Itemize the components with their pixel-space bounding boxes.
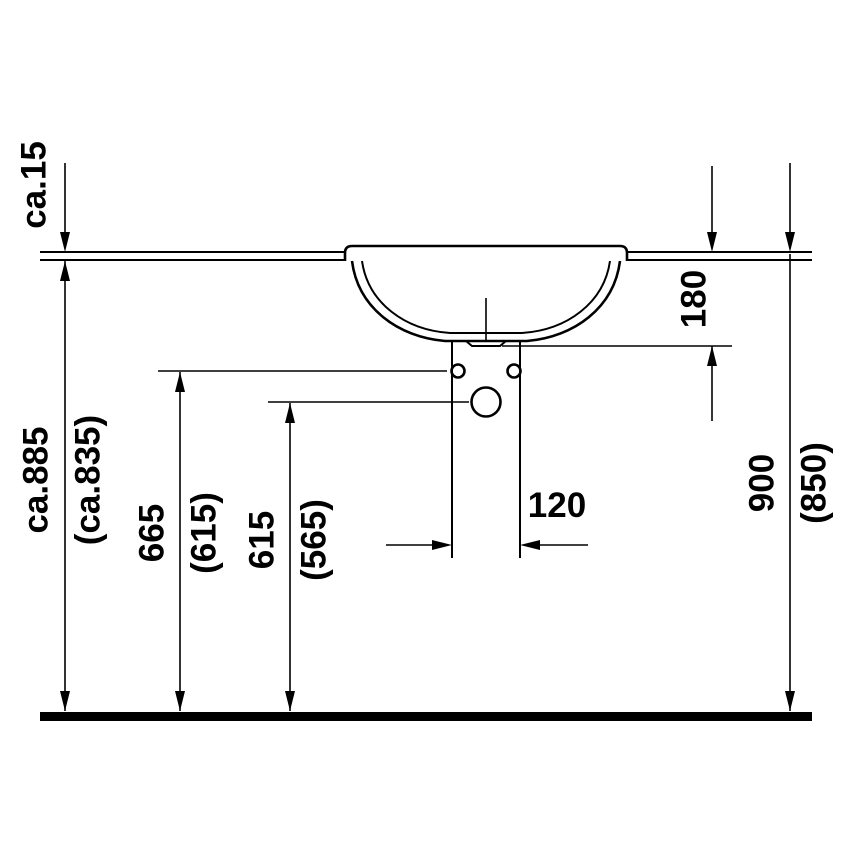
dimension-drain-height: 615 (565): [243, 403, 334, 711]
washbasin: [343, 244, 629, 558]
dimension-fixing-height: 665 (615): [133, 372, 224, 711]
fixing-hole-left-circle: [450, 363, 466, 379]
dim-label-alt: (615): [185, 492, 224, 574]
arrow-down-icon: [175, 691, 185, 711]
countertop: [40, 251, 812, 261]
floor-line: [40, 712, 812, 721]
drain-hole-circle: [470, 386, 502, 418]
dim-label: ca.885: [17, 426, 56, 533]
dim-label: 180: [675, 270, 714, 328]
dim-label: 120: [528, 486, 586, 525]
dimension-basin-depth: 180: [675, 166, 717, 421]
dim-label: ca.15: [15, 141, 54, 229]
arrow-up-icon: [175, 372, 185, 392]
basin-rim-outline: [343, 244, 629, 261]
dimension-counter-thickness: ca.15: [15, 141, 70, 252]
fixing-hole-right-circle: [506, 363, 522, 379]
dim-label: 615: [243, 511, 282, 569]
arrow-down-icon: [60, 691, 70, 711]
arrow-up-icon: [285, 403, 295, 423]
arrow-down-icon: [285, 691, 295, 711]
arrow-up-icon: [60, 261, 70, 281]
arrow-left-icon: [520, 540, 540, 550]
arrow-down-icon: [785, 232, 795, 252]
dimension-underside-height: ca.885 (ca.835): [17, 261, 108, 711]
arrow-right-icon: [432, 540, 452, 550]
dim-label: 900: [743, 454, 782, 512]
dim-label: 665: [133, 504, 172, 562]
arrow-down-icon: [785, 691, 795, 711]
dimension-drain-zone-width: 120: [386, 486, 588, 550]
drain-funnel: [465, 340, 507, 347]
extension-lines: [158, 345, 732, 403]
arrow-up-icon: [707, 346, 717, 366]
arrow-down-icon: [60, 232, 70, 252]
arrow-down-icon: [707, 232, 717, 252]
dim-label-alt: (565): [295, 499, 334, 581]
dimension-top-height: 900 (850): [743, 163, 834, 711]
dim-label-alt: (ca.835): [69, 415, 108, 545]
dim-label-alt: (850): [795, 442, 834, 524]
